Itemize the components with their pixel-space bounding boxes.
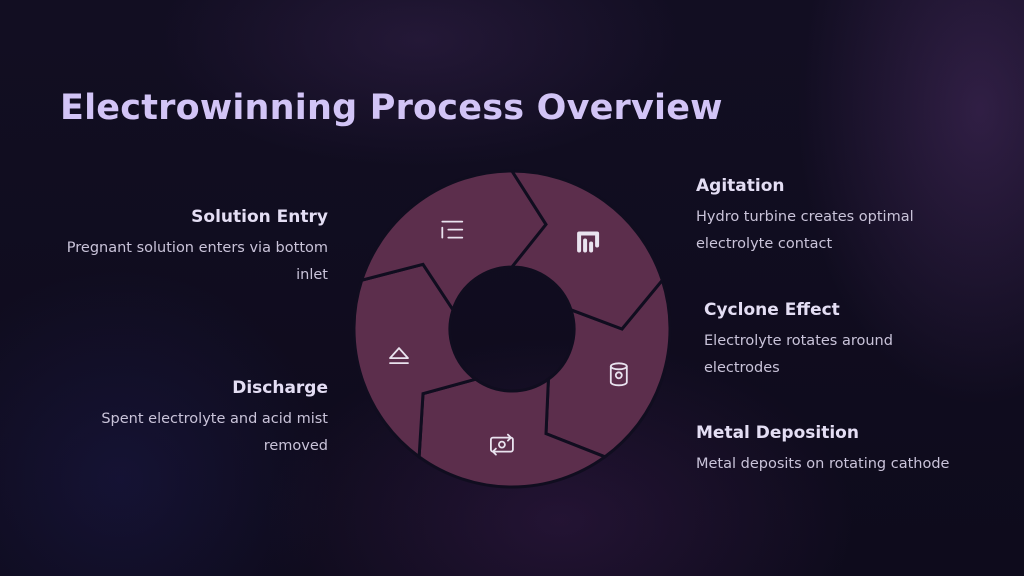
step-solution-entry: Solution Entry Pregnant solution enters …	[60, 207, 328, 289]
step-agitation: Agitation Hydro turbine creates optimal …	[696, 176, 936, 258]
step-description: Metal deposits on rotating cathode	[696, 456, 950, 472]
step-title: Metal Deposition	[696, 423, 859, 443]
page-title: Electrowinning Process Overview	[60, 88, 723, 128]
step-description: Electrolyte rotates around electrodes	[704, 333, 893, 376]
step-title: Cyclone Effect	[704, 300, 840, 320]
step-cyclone-effect: Cyclone Effect Electrolyte rotates aroun…	[704, 300, 924, 382]
eject-icon	[389, 347, 409, 365]
step-title: Agitation	[696, 176, 785, 196]
list-icon	[441, 220, 464, 239]
turbine-icon	[577, 231, 600, 253]
step-description: Hydro turbine creates optimal electrolyt…	[696, 209, 914, 252]
cylinder-icon	[609, 362, 628, 387]
money-exchange-icon	[489, 433, 514, 456]
step-description: Pregnant solution enters via bottom inle…	[66, 240, 328, 283]
cycle-segment	[417, 376, 608, 489]
step-title: Solution Entry	[191, 207, 328, 227]
step-discharge: Discharge Spent electrolyte and acid mis…	[100, 378, 328, 460]
cycle-segment	[544, 277, 672, 459]
cycle-segment	[508, 169, 664, 331]
step-metal-deposition: Metal Deposition Metal deposits on rotat…	[696, 423, 996, 478]
step-title: Discharge	[232, 378, 328, 398]
cycle-segment	[359, 169, 548, 314]
step-description: Spent electrolyte and acid mist removed	[101, 411, 328, 454]
cycle-segment	[352, 262, 480, 460]
